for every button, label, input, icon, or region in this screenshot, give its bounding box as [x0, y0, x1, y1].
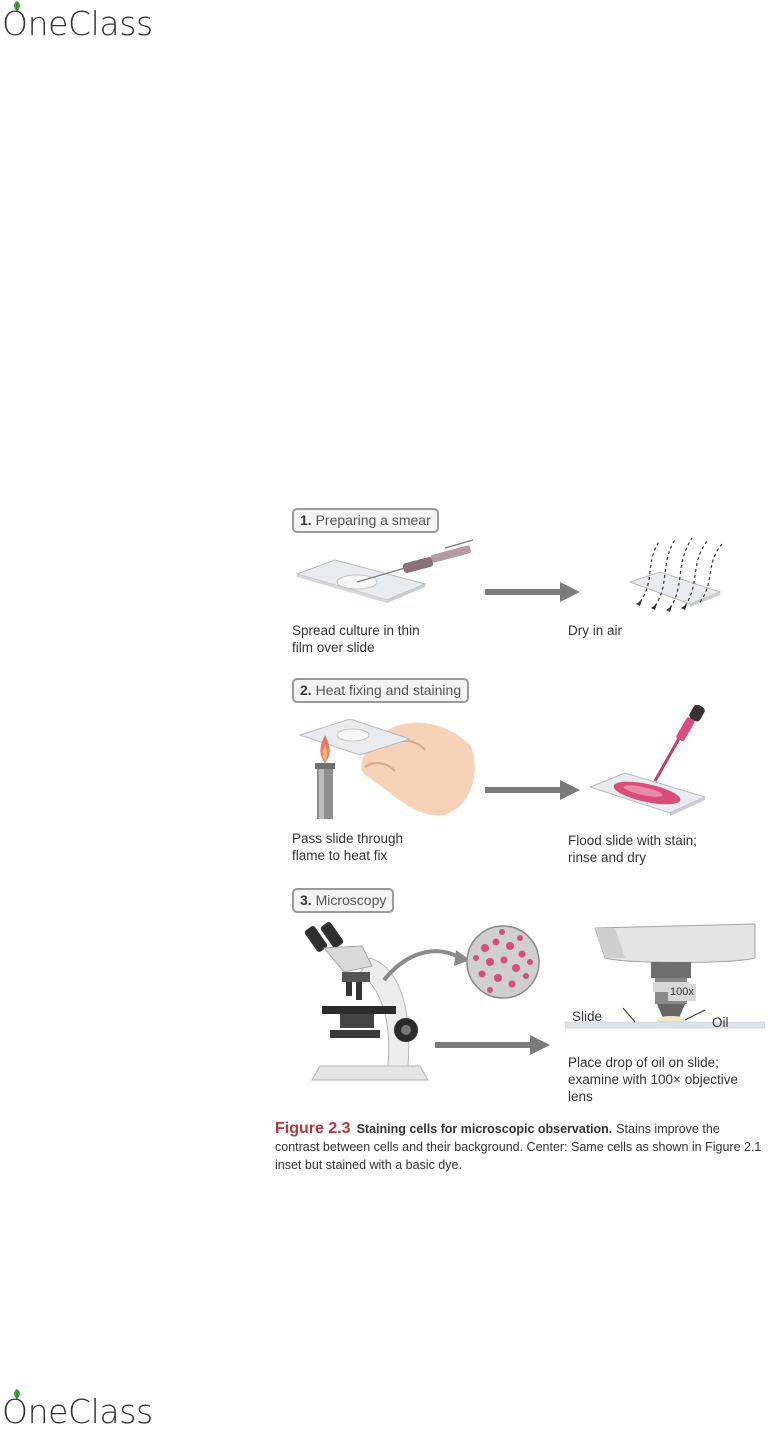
- smear-slide-illustration: [295, 539, 474, 603]
- microscope-illustration: [304, 922, 540, 1081]
- arrow-right-icon: [435, 1035, 550, 1055]
- caption-line: Spread culture in thin: [292, 623, 420, 638]
- step-2-right-caption: Flood slide with stain; rinse and dry: [568, 832, 697, 866]
- figure-label: Figure 2.3: [275, 1120, 351, 1137]
- leaf-icon: [14, 1, 20, 11]
- step-2-header: 2. Heat fixing and staining: [292, 678, 470, 703]
- logo-text: OneClass: [2, 1392, 153, 1431]
- arrow-right-icon: [485, 582, 580, 602]
- figure-2-3: 1. Preparing a smear: [270, 500, 770, 1190]
- caption-line: lens: [568, 1089, 593, 1104]
- step-3-title: Microscopy: [315, 892, 387, 908]
- logo-text: OneClass: [2, 4, 153, 43]
- oneclass-logo: OneClass: [2, 1, 182, 46]
- caption-line: Place drop of oil on slide;: [568, 1055, 719, 1070]
- slide-label: Slide: [572, 1009, 603, 1024]
- caption-line: film over slide: [292, 640, 375, 655]
- caption-line: rinse and dry: [568, 850, 647, 865]
- caption-line: flame to heat fix: [292, 848, 388, 863]
- figure-title: Staining cells for microscopic observati…: [356, 1122, 613, 1136]
- step-1-number: 1.: [300, 512, 312, 528]
- step-2-number: 2.: [300, 682, 312, 698]
- caption-line: examine with 100× objective: [568, 1072, 738, 1087]
- oil-immersion-illustration: [565, 923, 765, 1029]
- heat-fix-illustration: [298, 718, 475, 819]
- caption-line: Pass slide through: [292, 831, 404, 846]
- step-1-title: Preparing a smear: [315, 512, 431, 528]
- step-3-header: 3. Microscopy: [292, 888, 395, 913]
- arrow-right-icon: [485, 780, 580, 800]
- oneclass-logo-footer: OneClass: [2, 1389, 182, 1434]
- step-1-header: 1. Preparing a smear: [292, 508, 439, 533]
- step-2-title: Heat fixing and staining: [315, 682, 462, 698]
- step-3-number: 3.: [300, 892, 312, 908]
- oil-label: Oil: [712, 1015, 729, 1030]
- step-1-right-caption: Dry in air: [568, 622, 622, 639]
- step-2-left-caption: Pass slide through flame to heat fix: [292, 830, 403, 864]
- step-1-left-caption: Spread culture in thin film over slide: [292, 622, 420, 656]
- objective-label: 100x: [668, 984, 696, 1001]
- leaf-icon: [14, 1389, 20, 1399]
- caption-line: Dry in air: [568, 623, 623, 638]
- step-3-right-caption: Place drop of oil on slide; examine with…: [568, 1054, 738, 1105]
- dry-in-air-illustration: [628, 537, 723, 612]
- flood-stain-illustration: [588, 705, 707, 816]
- figure-caption: Figure 2.3 Staining cells for microscopic…: [275, 1120, 765, 1174]
- figure-body: Stains improve the contrast between cell…: [275, 1122, 762, 1172]
- caption-line: Flood slide with stain;: [568, 833, 698, 848]
